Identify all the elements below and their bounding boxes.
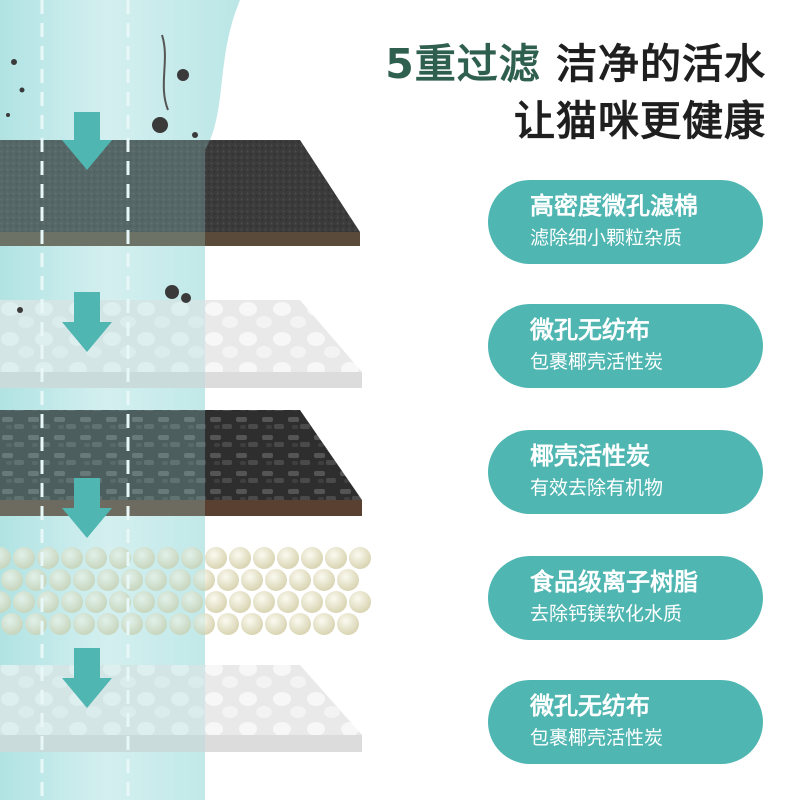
resin-bead [85, 591, 107, 613]
layer-label-pill: 椰壳活性炭 有效去除有机物 [488, 430, 763, 514]
resin-bead [97, 569, 119, 591]
headline-rest: 洁净的活水 [540, 40, 766, 88]
dirt-particles [6, 34, 198, 313]
resin-bead [265, 569, 287, 591]
flow-arrows [62, 112, 112, 708]
resin-bead [229, 591, 251, 613]
resin-bead [133, 591, 155, 613]
resin-bead [169, 613, 191, 635]
headline-line-1: 5重过滤 洁净的活水 [385, 44, 766, 85]
resin-bead [49, 613, 71, 635]
resin-bead [181, 591, 203, 613]
resin-bead [217, 569, 239, 591]
down-arrow-icon [62, 478, 112, 538]
resin-bead [1, 613, 23, 635]
layer-label-title: 食品级离子树脂 [530, 568, 698, 596]
resin-bead [205, 547, 227, 569]
resin-bead [145, 569, 167, 591]
resin-bead [265, 613, 287, 635]
resin-bead [0, 547, 11, 569]
down-arrow-icon [62, 112, 112, 170]
resin-bead [1, 569, 23, 591]
layer-label-pill: 微孔无纺布 包裹椰壳活性炭 [488, 680, 763, 764]
resin-bead [301, 591, 323, 613]
resin-bead [277, 591, 299, 613]
resin-bead [325, 547, 347, 569]
headline-accent: 5重过滤 [385, 40, 541, 88]
resin-bead [277, 547, 299, 569]
headline-line-2: 让猫咪更健康 [514, 97, 766, 145]
resin-bead [241, 613, 263, 635]
layer-label-title: 微孔无纺布 [530, 316, 650, 344]
layer-label-subtitle: 包裹椰壳活性炭 [530, 727, 664, 749]
layer-label-subtitle: 去除钙镁软化水质 [530, 603, 683, 625]
resin-bead [313, 613, 335, 635]
layer-label-subtitle: 包裹椰壳活性炭 [530, 351, 664, 373]
down-arrow-icon [62, 648, 112, 708]
layer-label-subtitle: 有效去除有机物 [530, 477, 664, 499]
resin-bead [349, 591, 371, 613]
resin-bead [73, 569, 95, 591]
layer-label-title: 椰壳活性炭 [530, 442, 650, 470]
resin-bead [217, 613, 239, 635]
resin-bead [289, 569, 311, 591]
resin-bead [109, 591, 131, 613]
resin-bead [181, 547, 203, 569]
resin-bead [73, 613, 95, 635]
resin-bead [133, 547, 155, 569]
resin-bead [157, 591, 179, 613]
resin-bead [349, 547, 371, 569]
resin-bead [49, 569, 71, 591]
resin-bead [337, 569, 359, 591]
resin-bead [85, 547, 107, 569]
resin-bead [0, 591, 11, 613]
resin-bead [301, 547, 323, 569]
resin-bead [205, 591, 227, 613]
layer-label-pill: 微孔无纺布 包裹椰壳活性炭 [488, 304, 763, 388]
resin-bead [157, 547, 179, 569]
resin-bead [13, 591, 35, 613]
layer-label-pill: 食品级离子树脂 去除钙镁软化水质 [488, 556, 763, 640]
resin-bead [289, 613, 311, 635]
down-arrow-icon [62, 292, 112, 352]
resin-bead [337, 613, 359, 635]
resin-bead [97, 613, 119, 635]
resin-bead [193, 569, 215, 591]
resin-bead [253, 547, 275, 569]
resin-bead [145, 613, 167, 635]
layer-label-title: 高密度微孔滤棉 [530, 192, 698, 220]
resin-bead [229, 547, 251, 569]
layer-resin-beads [0, 547, 371, 635]
resin-bead [61, 591, 83, 613]
resin-bead [325, 591, 347, 613]
resin-bead [169, 569, 191, 591]
resin-bead [241, 569, 263, 591]
resin-bead [13, 547, 35, 569]
layer-label-subtitle: 滤除细小颗粒杂质 [530, 227, 683, 249]
resin-bead [253, 591, 275, 613]
resin-bead [193, 613, 215, 635]
layer-label-title: 微孔无纺布 [530, 692, 650, 720]
layer-label-pill: 高密度微孔滤棉 滤除细小颗粒杂质 [488, 180, 763, 264]
resin-bead [109, 547, 131, 569]
resin-bead [313, 569, 335, 591]
resin-bead [61, 547, 83, 569]
